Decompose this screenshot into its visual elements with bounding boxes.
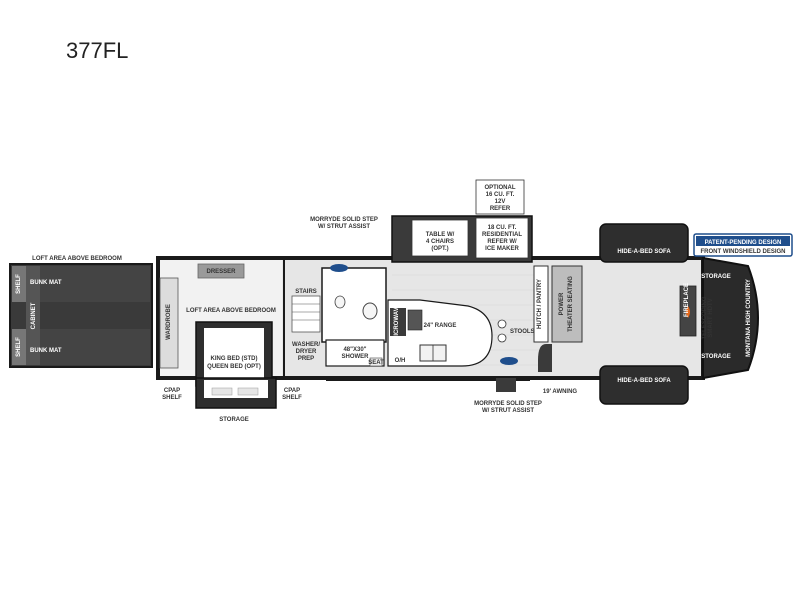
stools-label: STOOLS xyxy=(510,329,535,335)
fireplace-label: FIREPLACE xyxy=(684,283,690,317)
front-brand: MONTANA HIGH COUNTRY xyxy=(746,279,752,357)
refer-opt-4: REFER xyxy=(490,206,511,212)
bunk-mat-bottom-label: BUNK MAT xyxy=(30,348,62,354)
loft-inset: BUNK MAT BUNK MAT SHELF SHELF CABINET xyxy=(9,263,153,368)
sofa-top-label: HIDE-A-BED SOFA xyxy=(617,249,671,255)
refer-label-1: 18 CU. FT. xyxy=(488,225,517,231)
cpap-left-1: CPAP xyxy=(164,388,180,394)
table-label-3: (OPT.) xyxy=(431,246,448,252)
pillow-left xyxy=(211,387,233,396)
awning-label: 19' AWNING xyxy=(543,389,578,395)
cpap-left-2: SHELF xyxy=(162,395,182,401)
step-bottom-label-2: W/ STRUT ASSIST xyxy=(482,408,534,414)
model-title: 377FL xyxy=(66,38,129,63)
step-top-label-1: MORRYDE SOLID STEP xyxy=(310,217,378,223)
refer-label-2: RESIDENTIAL xyxy=(482,232,522,238)
seat-label: SEAT xyxy=(368,360,384,366)
shower-label-1: 48"X30" xyxy=(343,347,366,353)
theater-label-2: THEATER SEATING xyxy=(568,276,574,332)
bunk-mat-top-area xyxy=(40,266,150,302)
theater-label-1: POWER xyxy=(559,292,565,315)
hutch-pantry xyxy=(533,265,549,343)
toilet xyxy=(362,302,378,320)
wardrobe xyxy=(159,277,179,369)
sofa-bottom-label: HIDE-A-BED SOFA xyxy=(617,378,671,384)
dresser-label: DRESSER xyxy=(206,269,236,275)
refer-opt-1: OPTIONAL xyxy=(485,185,516,191)
cabinet-area xyxy=(26,266,40,365)
bunk-mat-top-label: BUNK MAT xyxy=(30,280,62,286)
entry-step-top xyxy=(330,264,348,272)
shelf-bottom-area xyxy=(12,329,26,365)
theater-seating xyxy=(551,265,583,343)
patent-badge: PATENT-PENDING DESIGN FRONT WINDSHIELD D… xyxy=(693,233,793,257)
shower-label-2: SHOWER xyxy=(342,354,370,360)
patent-line-1: PATENT-PENDING DESIGN xyxy=(705,240,782,246)
sink xyxy=(334,295,346,309)
cpap-right-2: SHELF xyxy=(282,395,302,401)
stool xyxy=(497,333,507,343)
refer-label-4: ICE MAKER xyxy=(485,246,519,252)
cabinet-label: CABINET xyxy=(31,302,37,329)
range-label: 24" RANGE xyxy=(424,323,457,329)
bathroom xyxy=(321,267,387,343)
table-label-1: TABLE W/ xyxy=(426,232,455,238)
step-top-label-2: W/ STRUT ASSIST xyxy=(318,224,370,230)
pillow-right xyxy=(237,387,259,396)
sofa-bottom xyxy=(599,365,689,405)
refer-opt-3: 12V xyxy=(495,199,506,205)
slide-edge xyxy=(538,344,552,372)
bed-label-1: KING BED (STD) xyxy=(211,356,258,362)
storage-front-top: STORAGE xyxy=(701,274,731,280)
tv-label-1: TELESCOPING xyxy=(702,296,708,339)
patent-line-2: FRONT WINDSHIELD DESIGN xyxy=(701,249,786,255)
shower-seat xyxy=(369,357,383,367)
bed-label-2: QUEEN BED (OPT) xyxy=(207,364,261,370)
front-cap xyxy=(702,256,759,380)
hutch-label: HUTCH / PANTRY xyxy=(537,279,543,329)
shelf-bottom-label: SHELF xyxy=(16,337,22,357)
refer-label-3: REFER W/ xyxy=(487,239,517,245)
flame-icon xyxy=(686,306,690,318)
cpap-right-1: CPAP xyxy=(284,388,300,394)
entry-step-bottom xyxy=(500,357,518,365)
oh-label: O/H xyxy=(395,358,406,364)
shelf-top-label: SHELF xyxy=(16,274,22,294)
stool xyxy=(497,319,507,329)
sofa-top xyxy=(599,223,689,263)
washer-label-1: WASHER/ xyxy=(292,342,320,348)
washer-label-3: PREP xyxy=(298,356,314,362)
wardrobe-label: WARDROBE xyxy=(166,304,172,340)
optional-refer-box xyxy=(475,179,525,215)
bunk-mat-bottom-area xyxy=(40,329,150,365)
stairs-label: STAIRS xyxy=(295,289,317,295)
main-body: WARDROBE DRESSER LOFT AREA ABOVE BEDROOM… xyxy=(156,256,759,423)
bed-mattress xyxy=(204,328,264,384)
range xyxy=(407,309,423,331)
refrigerator xyxy=(475,217,529,259)
refer-opt-2: 16 CU. FT. xyxy=(486,192,515,198)
step-bottom xyxy=(496,378,516,392)
dinette-table xyxy=(411,219,469,257)
stairs xyxy=(291,295,321,333)
washer-label-2: DRYER xyxy=(296,349,317,355)
shelf-top-area xyxy=(12,266,26,302)
table-label-2: 4 CHAIRS xyxy=(426,239,454,245)
loft-main-label: LOFT AREA ABOVE BEDROOM xyxy=(186,308,276,314)
loft-inset-title: LOFT AREA ABOVE BEDROOM xyxy=(32,256,122,262)
microwave-label: MICROWAVE xyxy=(394,303,400,340)
microwave xyxy=(390,308,406,336)
tv-label-2: SMART HDTV xyxy=(708,298,714,337)
storage-bottom-label: STORAGE xyxy=(219,417,249,423)
dresser xyxy=(197,263,245,279)
storage-front-bottom: STORAGE xyxy=(701,354,731,360)
step-bottom-label-1: MORRYDE SOLID STEP xyxy=(474,401,542,407)
